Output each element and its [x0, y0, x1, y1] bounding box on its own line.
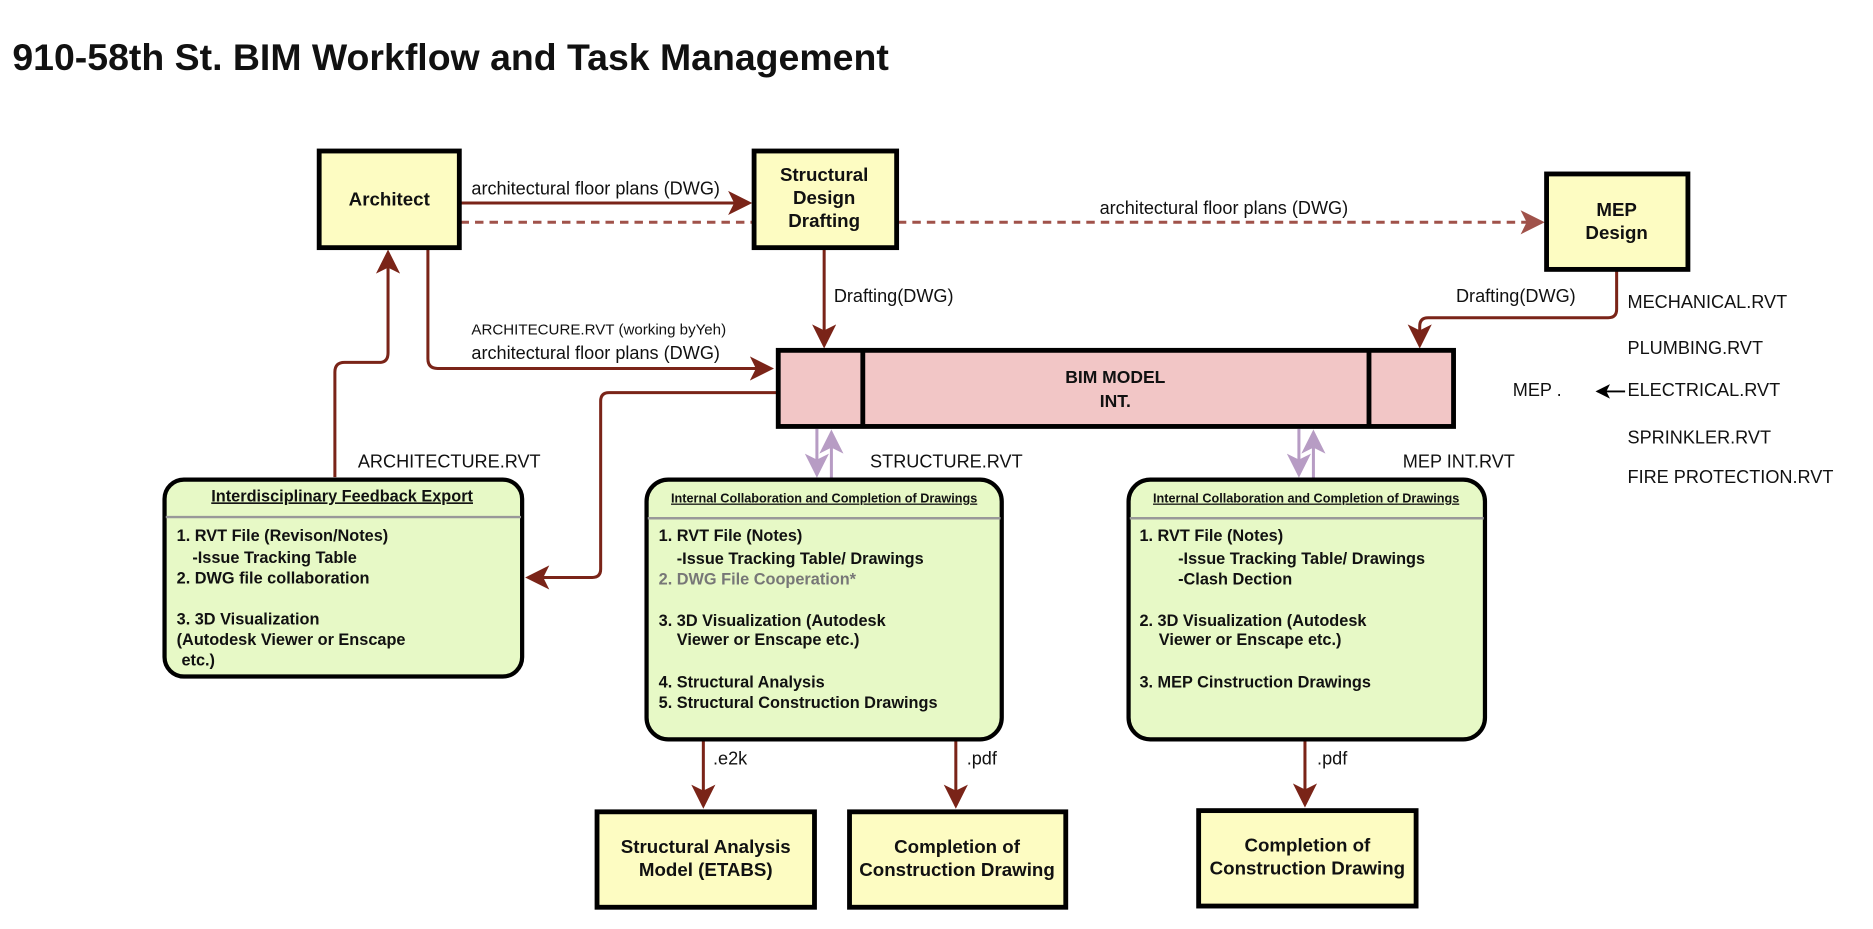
panel-line: etc.) [181, 652, 215, 670]
node-label: Structural Analysis [621, 836, 791, 857]
label-struct-drafting: Drafting(DWG) [834, 286, 954, 306]
panel-line: 3. MEP Cinstruction Drawings [1139, 673, 1371, 691]
panel-line: Viewer or Enscape etc.) [677, 631, 860, 649]
node-label: Completion of [894, 836, 1021, 857]
node-architect: Architect [316, 148, 462, 251]
label-e2k: .e2k [713, 749, 748, 769]
node-label: Structural [780, 164, 868, 185]
label-arch-to-bim: architectural floor plans (DWG) [471, 343, 720, 363]
node-label: Design [1585, 222, 1647, 243]
panel-line: 2. DWG File Cooperation* [659, 571, 857, 589]
label-pdf-struct: .pdf [967, 749, 998, 769]
panel-line: (Autodesk Viewer or Enscape [177, 631, 406, 649]
node-etabs-model: Structural Analysis Model (ETABS) [594, 809, 817, 910]
arrow-mep-to-bim [1407, 270, 1619, 349]
panel-line: 1. RVT File (Revison/Notes) [177, 527, 389, 545]
panel-line: Viewer or Enscape etc.) [1159, 631, 1342, 649]
label-mep-drafting: Drafting(DWG) [1456, 286, 1576, 306]
node-completion-mep: Completion of Construction Drawing [1196, 808, 1419, 909]
node-label: Drafting [788, 210, 860, 231]
label-pdf-mep: .pdf [1317, 749, 1348, 769]
panel-header: Internal Collaboration and Completion of… [1153, 492, 1459, 506]
mep-file-item: SPRINKLER.RVT [1628, 427, 1772, 447]
panel-structural-collaboration: Internal Collaboration and Completion of… [644, 477, 1004, 742]
panel-line: 1. RVT File (Notes) [659, 527, 803, 545]
mep-file-item: MECHANICAL.RVT [1628, 292, 1788, 312]
panel-feedback-export: Interdisciplinary Feedback Export 1. RVT… [162, 477, 525, 679]
node-bim-model: BIM MODEL INT. [775, 347, 1456, 429]
label-arch-to-mep: architectural floor plans (DWG) [1100, 198, 1349, 218]
node-structural-design: Structural Design Drafting [751, 148, 900, 251]
panel-line: -Issue Tracking Table/ Drawings [677, 550, 924, 568]
label-mep-int-rvt: MEP INT.RVT [1403, 452, 1515, 472]
arrow-arch-to-bim [426, 248, 775, 381]
mep-file-item: FIRE PROTECTION.RVT [1628, 467, 1834, 487]
mep-file-item: PLUMBING.RVT [1628, 338, 1764, 358]
label-architecture-rvt: ARCHITECTURE.RVT [358, 452, 541, 472]
node-label: Construction Drawing [1210, 858, 1406, 879]
node-label: Model (ETABS) [639, 859, 773, 880]
node-label: BIM MODEL [1065, 367, 1165, 387]
panel-line: 1. RVT File (Notes) [1139, 527, 1283, 545]
mep-file-list: MEP . MECHANICAL.RVT PLUMBING.RVT ELECTR… [1513, 292, 1834, 487]
label-structure-rvt: STRUCTURE.RVT [870, 452, 1023, 472]
arrow-bim-to-feedback [525, 391, 778, 590]
node-label: Completion of [1244, 835, 1371, 856]
panel-line: 2. DWG file collaboration [177, 569, 370, 587]
node-completion-structural: Completion of Construction Drawing [847, 809, 1069, 910]
panel-header: Internal Collaboration and Completion of… [671, 492, 977, 506]
panel-line: -Clash Dection [1178, 571, 1292, 589]
panel-header: Interdisciplinary Feedback Export [211, 487, 473, 505]
panel-line: 5. Structural Construction Drawings [659, 694, 938, 712]
arrow-feedback-to-arch [333, 249, 401, 478]
node-label: Construction Drawing [859, 859, 1055, 880]
node-label: INT. [1100, 391, 1131, 411]
node-mep-design: MEP Design [1544, 171, 1691, 272]
mep-file-item: ELECTRICAL.RVT [1628, 380, 1781, 400]
node-label: Design [793, 187, 855, 208]
panel-line: 2. 3D Visualization (Autodesk [1139, 612, 1367, 630]
connectors [333, 190, 1626, 809]
page-title: 910-58th St. BIM Workflow and Task Manag… [12, 36, 889, 78]
panel-line: -Issue Tracking Table [192, 549, 357, 567]
panel-line: 3. 3D Visualization [177, 611, 320, 629]
panel-line: 4. Structural Analysis [659, 673, 825, 691]
node-label: MEP [1596, 199, 1637, 220]
node-label: Architect [349, 188, 430, 209]
mep-label: MEP . [1513, 380, 1562, 400]
panel-mep-collaboration: Internal Collaboration and Completion of… [1126, 477, 1488, 742]
label-arch-to-struct: architectural floor plans (DWG) [471, 178, 720, 198]
panel-line: 3. 3D Visualization (Autodesk [659, 612, 887, 630]
panel-line: -Issue Tracking Table/ Drawings [1178, 550, 1425, 568]
label-arch-rvt-note: ARCHITECURE.RVT (working byYeh) [471, 322, 726, 339]
